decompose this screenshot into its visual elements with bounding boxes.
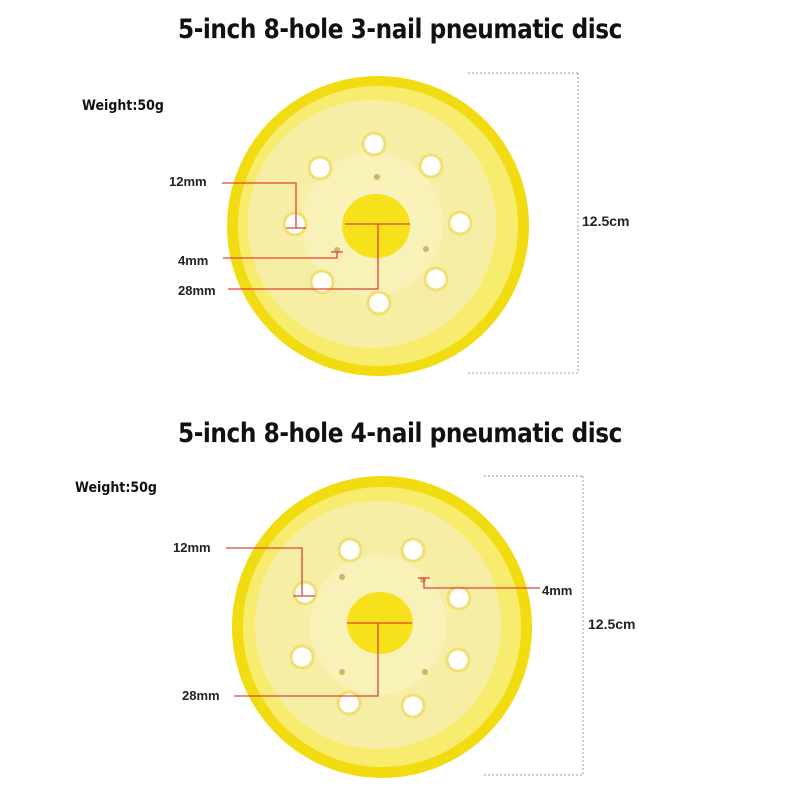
top-hole-2 bbox=[418, 153, 444, 179]
bottom-hole-4 bbox=[445, 647, 471, 673]
top-pointers bbox=[222, 182, 410, 290]
bottom-hole-2 bbox=[400, 537, 426, 563]
bottom-hole-5 bbox=[400, 693, 426, 719]
top-hole-3 bbox=[447, 210, 473, 236]
top-disc-weight: Weight:50g bbox=[82, 98, 164, 114]
top-disc-panel: 5-inch 8-hole 3-nail pneumatic disc Weig… bbox=[82, 14, 630, 376]
top-hole-6 bbox=[309, 269, 335, 295]
top-hole-5 bbox=[366, 290, 392, 316]
bottom-hole-size-label: 12mm bbox=[173, 540, 211, 555]
bottom-diameter-label: 12.5cm bbox=[588, 616, 636, 632]
bottom-center-pointer bbox=[234, 623, 379, 697]
bottom-nail-4 bbox=[422, 669, 428, 675]
bottom-hole-7 bbox=[289, 644, 315, 670]
top-hole-1 bbox=[361, 131, 387, 157]
bottom-hole-1 bbox=[337, 537, 363, 563]
top-nail-pointer bbox=[223, 252, 338, 259]
bottom-pointers bbox=[226, 547, 540, 697]
top-nail-size-label: 4mm bbox=[178, 253, 209, 268]
top-hole-8 bbox=[307, 155, 333, 181]
bottom-hole-6 bbox=[336, 690, 362, 716]
bottom-dust-holes bbox=[289, 537, 472, 719]
bottom-hole-pointer bbox=[226, 547, 303, 596]
top-center-hub bbox=[342, 194, 410, 258]
top-hole-4 bbox=[423, 266, 449, 292]
top-disc-illustration bbox=[222, 72, 579, 376]
top-hole-pointer bbox=[222, 182, 297, 228]
bottom-hole-8 bbox=[292, 580, 318, 606]
bottom-disc-weight: Weight:50g bbox=[75, 480, 157, 496]
top-hole-size-label: 12mm bbox=[169, 174, 207, 189]
top-dust-holes bbox=[282, 131, 473, 316]
top-center-pointer bbox=[228, 224, 379, 290]
bottom-nail-size-label: 4mm bbox=[542, 583, 573, 598]
top-disc-title: 5-inch 8-hole 3-nail pneumatic disc bbox=[177, 14, 623, 45]
bottom-nail-pointer bbox=[423, 578, 540, 589]
bottom-disc-panel: 5-inch 8-hole 4-nail pneumatic disc Weig… bbox=[0, 400, 800, 800]
bottom-nail-1 bbox=[339, 574, 345, 580]
top-center-size-label: 28mm bbox=[178, 283, 216, 298]
bottom-disc-title: 5-inch 8-hole 4-nail pneumatic disc bbox=[177, 418, 623, 449]
bottom-disc-illustration bbox=[226, 475, 584, 778]
top-hole-7 bbox=[282, 211, 308, 237]
top-nail-3 bbox=[423, 246, 429, 252]
top-nail-1 bbox=[374, 174, 380, 180]
bottom-hole-3 bbox=[446, 585, 472, 611]
bottom-center-size-label: 28mm bbox=[182, 688, 220, 703]
top-diameter-label: 12.5cm bbox=[582, 213, 630, 229]
bottom-nail-3 bbox=[339, 669, 345, 675]
